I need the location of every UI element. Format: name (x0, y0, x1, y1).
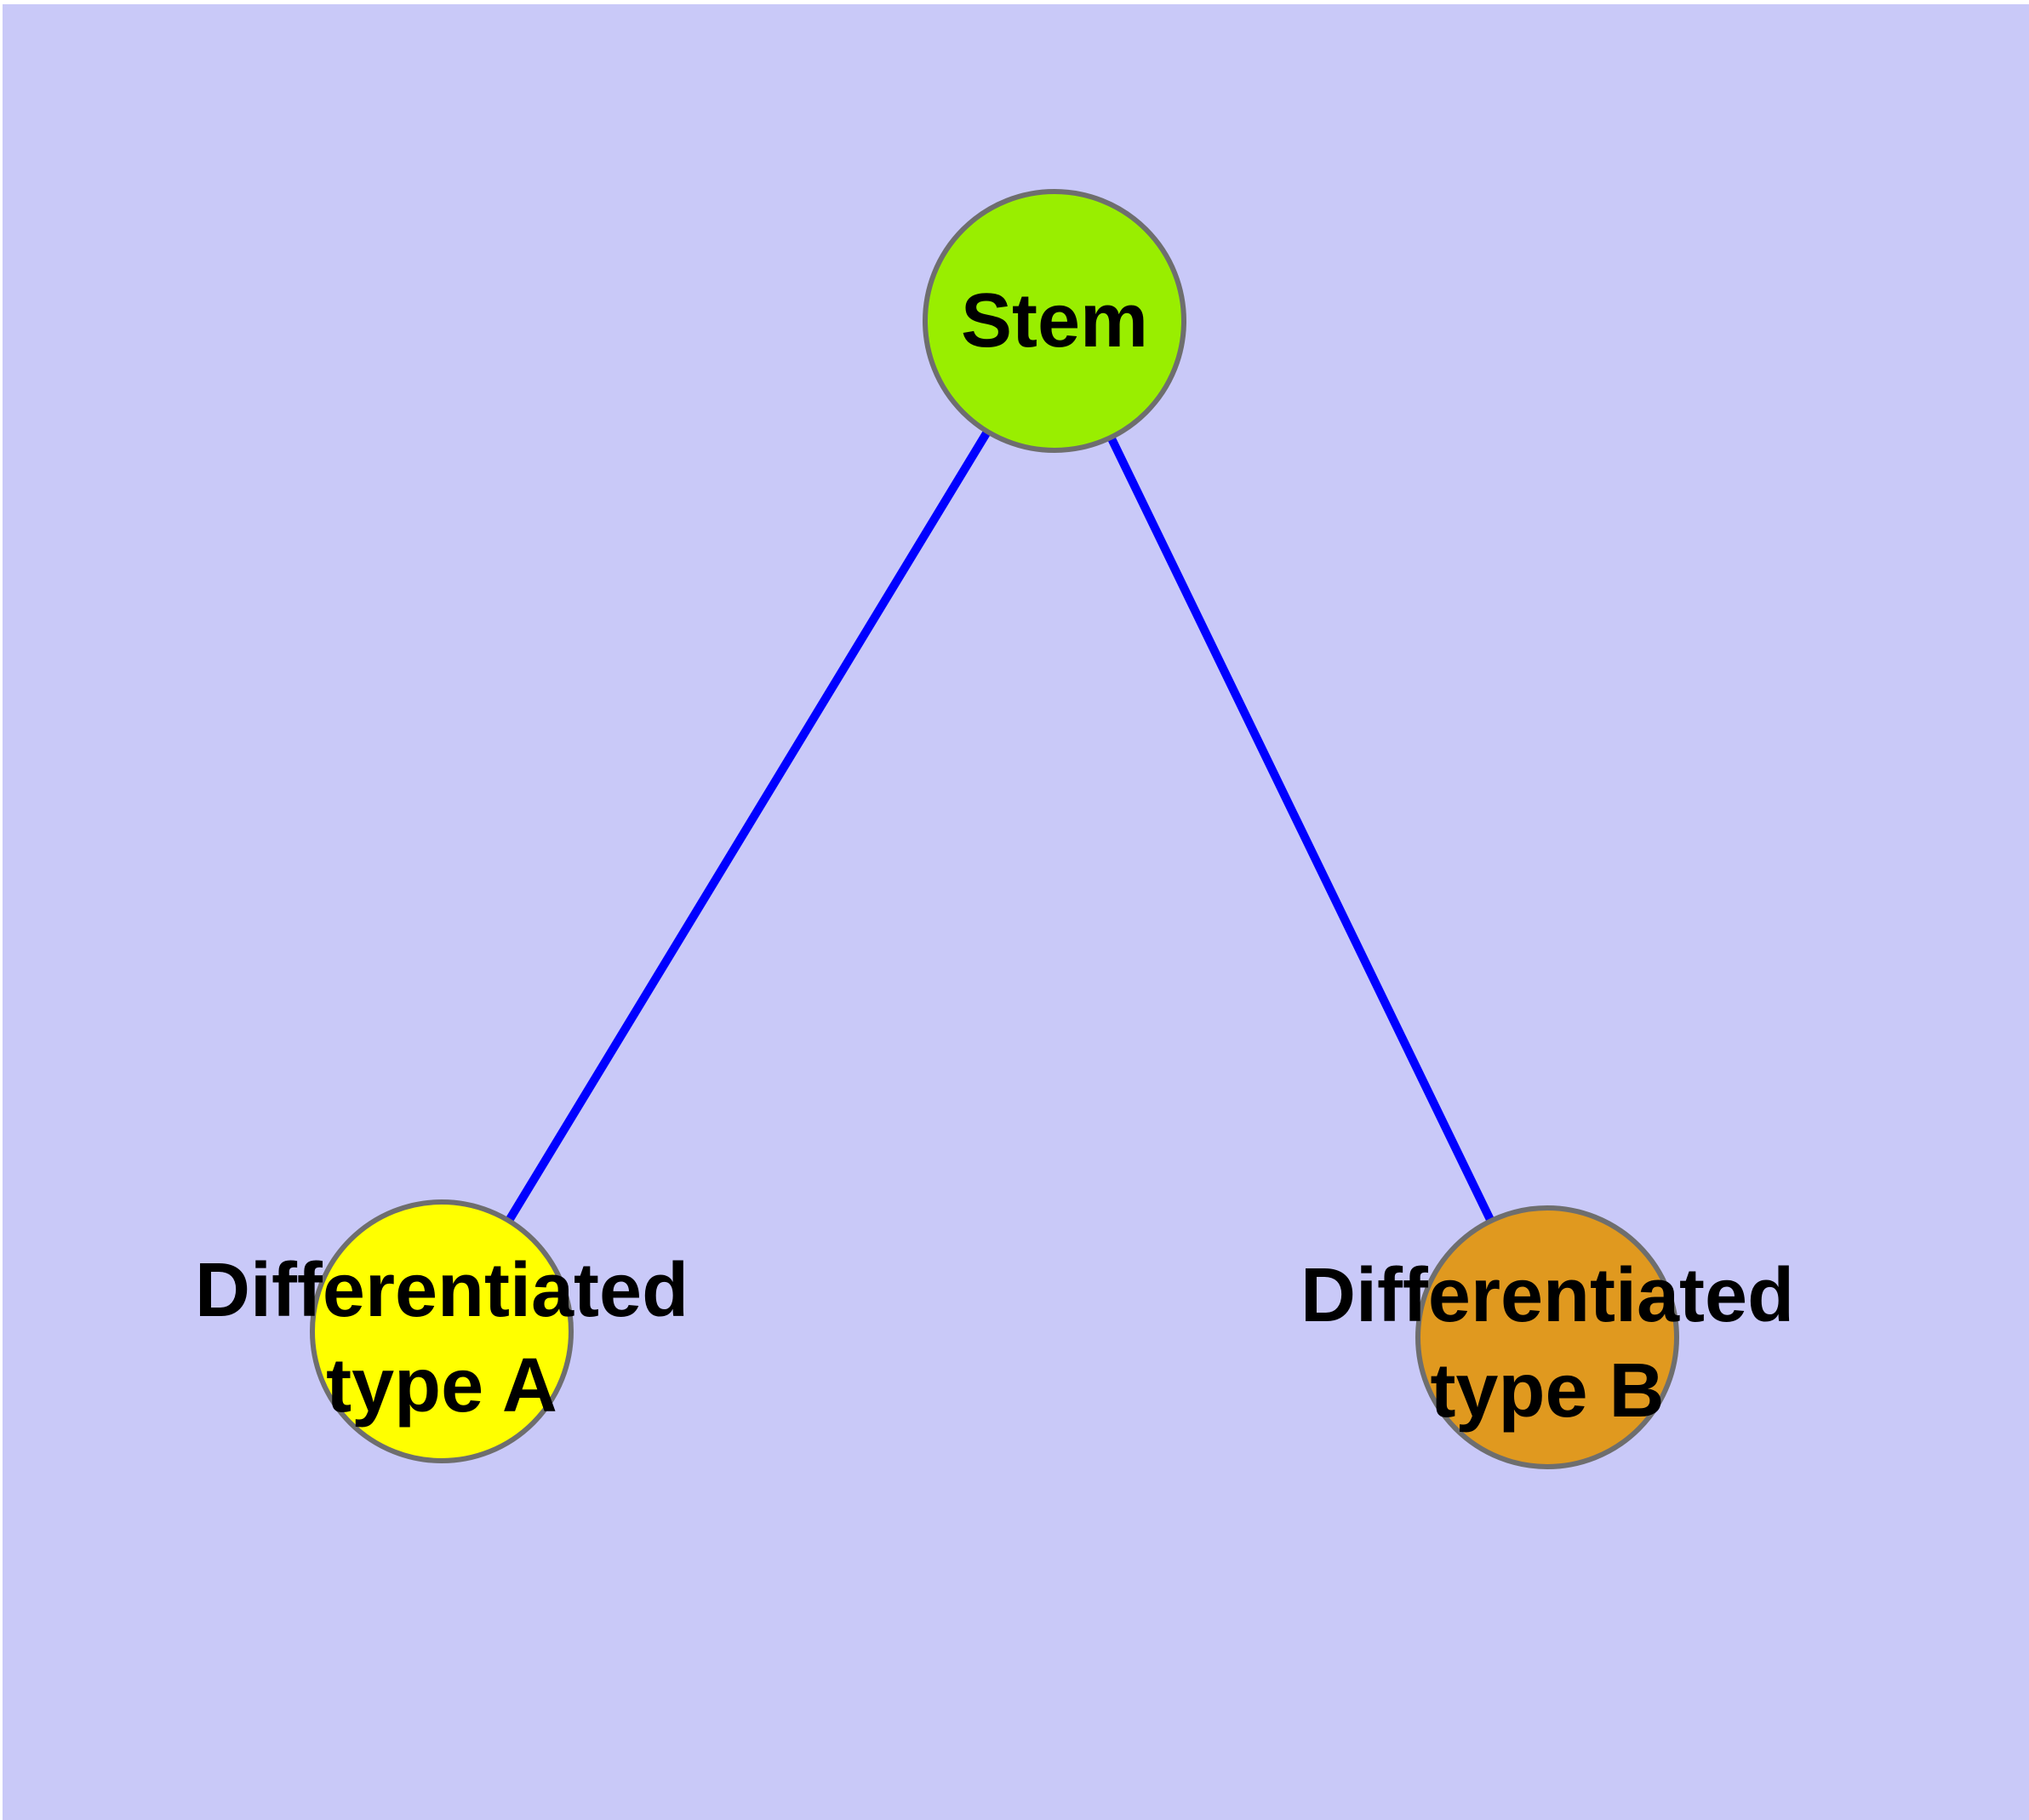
node-stem-circle (923, 189, 1186, 453)
edge-stem-to-type-a (437, 318, 1059, 1334)
node-type-b-label: Differentiated type B (1300, 1248, 1794, 1439)
node-type-a-circle (310, 1199, 574, 1463)
node-type-a-label: Differentiated type A (195, 1243, 689, 1434)
node-type-a-label-line-2: type A (326, 1343, 557, 1428)
node-stem-label: Stem (961, 273, 1148, 369)
node-stem-label-line: Stem (960, 278, 1149, 363)
node-type-b-label-line-2: type B (1430, 1348, 1665, 1434)
edge-stem-to-type-b (1050, 318, 1552, 1340)
node-type-b-circle (1415, 1205, 1679, 1469)
node-type-b-label-line-1: Differentiated (1300, 1253, 1795, 1338)
node-type-a-label-line-1: Differentiated (194, 1248, 689, 1333)
